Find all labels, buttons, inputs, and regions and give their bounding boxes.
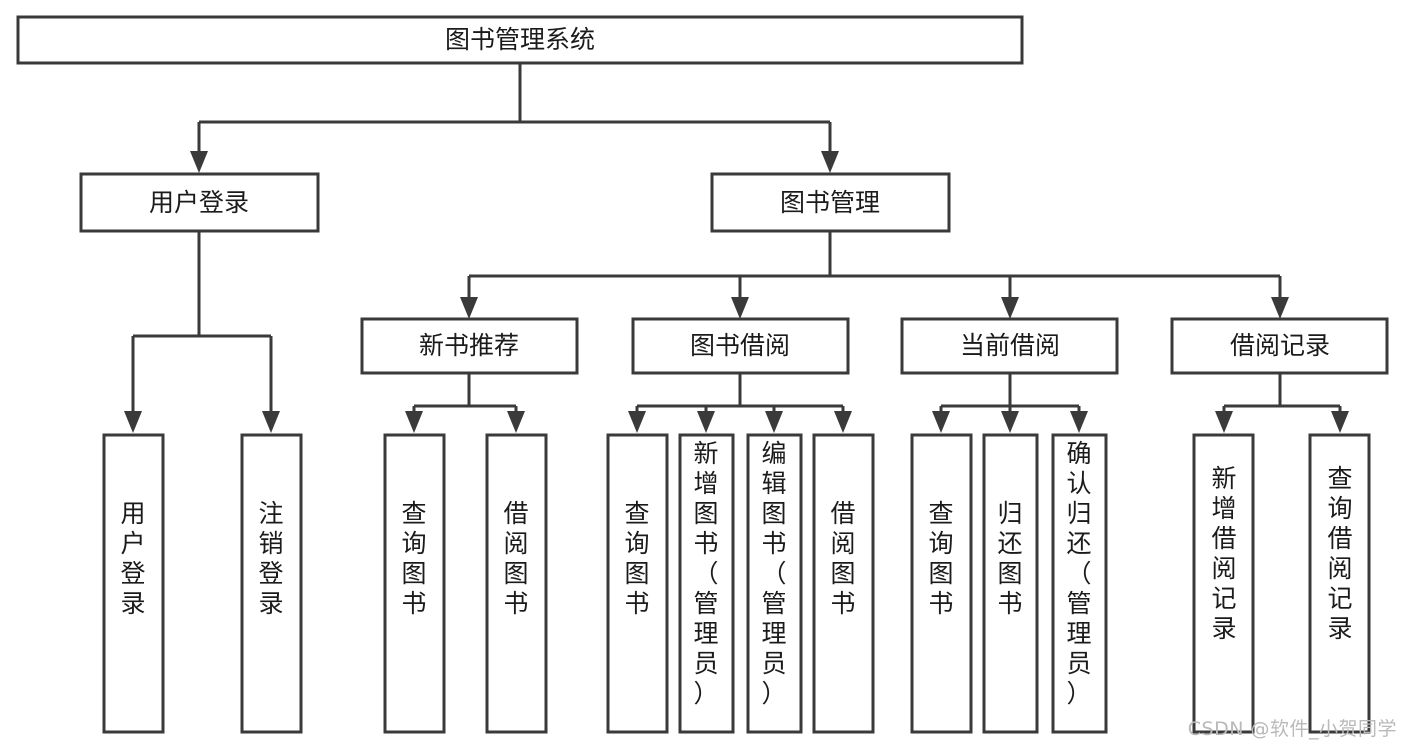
arrow-bookmgmt-to-newbook bbox=[460, 297, 478, 319]
arrow-borrow-to-leaf6 bbox=[697, 411, 715, 433]
node-bookmgmt-label: 图书管理 bbox=[780, 188, 880, 217]
node-newbook[interactable]: 新书推荐 bbox=[360, 317, 579, 375]
node-login-label: 用户登录 bbox=[149, 188, 249, 217]
node-login[interactable]: 用户登录 bbox=[79, 172, 320, 233]
connector-group-root bbox=[190, 63, 839, 173]
connector-group-current bbox=[932, 373, 1088, 433]
arrow-login-to-leaf1 bbox=[124, 411, 142, 433]
node-leaf7-label: 编辑图书（管理员） bbox=[761, 439, 786, 708]
node-root[interactable]: 图书管理系统 bbox=[16, 15, 1024, 65]
node-leaf5-label: 查询图书 bbox=[624, 499, 649, 618]
arrow-records-to-leaf13 bbox=[1331, 411, 1349, 433]
connector-group-newbook bbox=[405, 373, 525, 433]
node-leaf7[interactable]: 编辑图书（管理员） bbox=[746, 433, 803, 734]
connector-group-login bbox=[124, 231, 280, 433]
arrow-current-to-leaf11 bbox=[1070, 411, 1088, 433]
arrow-records-to-leaf12 bbox=[1215, 411, 1233, 433]
csdn-watermark: CSDN @软件_小贺同学 bbox=[1187, 718, 1397, 740]
node-leaf9-label: 查询图书 bbox=[928, 499, 953, 618]
node-leaf10[interactable]: 归还图书 bbox=[982, 433, 1039, 734]
node-leaf1-label: 用户登录 bbox=[120, 499, 145, 618]
node-leaf8[interactable]: 借阅图书 bbox=[812, 433, 875, 734]
node-newbook-label: 新书推荐 bbox=[419, 331, 519, 360]
node-borrow[interactable]: 图书借阅 bbox=[631, 317, 850, 375]
node-leaf4[interactable]: 借阅图书 bbox=[485, 433, 548, 734]
node-records-label: 借阅记录 bbox=[1230, 331, 1330, 360]
node-leaf8-label: 借阅图书 bbox=[830, 499, 855, 618]
node-leaf13-label: 查询借阅记录 bbox=[1327, 464, 1352, 643]
node-leaf6-label: 新增图书（管理员） bbox=[693, 439, 718, 708]
arrow-bookmgmt-to-borrow bbox=[731, 297, 749, 319]
arrow-login-to-leaf2 bbox=[262, 411, 280, 433]
node-leaf11[interactable]: 确认归还（管理员） bbox=[1051, 433, 1108, 734]
arrow-borrow-to-leaf5 bbox=[628, 411, 646, 433]
arrow-root-to-bookmgmt bbox=[821, 151, 839, 173]
node-leaf12-label: 新增借阅记录 bbox=[1211, 464, 1236, 643]
node-leaf12[interactable]: 新增借阅记录 bbox=[1192, 433, 1255, 734]
node-leaf11-label: 确认归还（管理员） bbox=[1066, 439, 1091, 708]
node-leaf2[interactable]: 注销登录 bbox=[240, 433, 303, 734]
node-borrow-label: 图书借阅 bbox=[690, 331, 790, 360]
arrow-current-to-leaf9 bbox=[932, 411, 950, 433]
node-leaf10-label: 归还图书 bbox=[997, 499, 1022, 618]
arrow-borrow-to-leaf8 bbox=[834, 411, 852, 433]
arrow-bookmgmt-to-current bbox=[1001, 297, 1019, 319]
node-leaf3-label: 查询图书 bbox=[401, 499, 426, 618]
node-leaf9[interactable]: 查询图书 bbox=[910, 433, 973, 734]
node-root-label: 图书管理系统 bbox=[445, 25, 595, 54]
arrow-current-to-leaf10 bbox=[1001, 411, 1019, 433]
arrow-borrow-to-leaf7 bbox=[765, 411, 783, 433]
connector-group-borrow bbox=[628, 373, 852, 433]
arrow-root-to-login bbox=[190, 151, 208, 173]
arrow-bookmgmt-to-records bbox=[1271, 297, 1289, 319]
node-leaf13[interactable]: 查询借阅记录 bbox=[1308, 433, 1371, 734]
arrow-newbook-to-leaf4 bbox=[507, 411, 525, 433]
connector-group-records bbox=[1215, 373, 1349, 433]
node-leaf4-label: 借阅图书 bbox=[503, 499, 528, 618]
node-leaf1[interactable]: 用户登录 bbox=[102, 433, 165, 734]
node-current-label: 当前借阅 bbox=[960, 331, 1060, 360]
node-records[interactable]: 借阅记录 bbox=[1170, 317, 1389, 375]
connector-group-bookmgmt bbox=[460, 231, 1289, 319]
arrow-newbook-to-leaf3 bbox=[405, 411, 423, 433]
node-bookmgmt[interactable]: 图书管理 bbox=[710, 172, 951, 233]
node-leaf5[interactable]: 查询图书 bbox=[606, 433, 669, 734]
node-leaf2-label: 注销登录 bbox=[258, 499, 283, 618]
node-current[interactable]: 当前借阅 bbox=[900, 317, 1119, 375]
node-leaf3[interactable]: 查询图书 bbox=[383, 433, 446, 734]
node-leaf6[interactable]: 新增图书（管理员） bbox=[678, 433, 735, 734]
